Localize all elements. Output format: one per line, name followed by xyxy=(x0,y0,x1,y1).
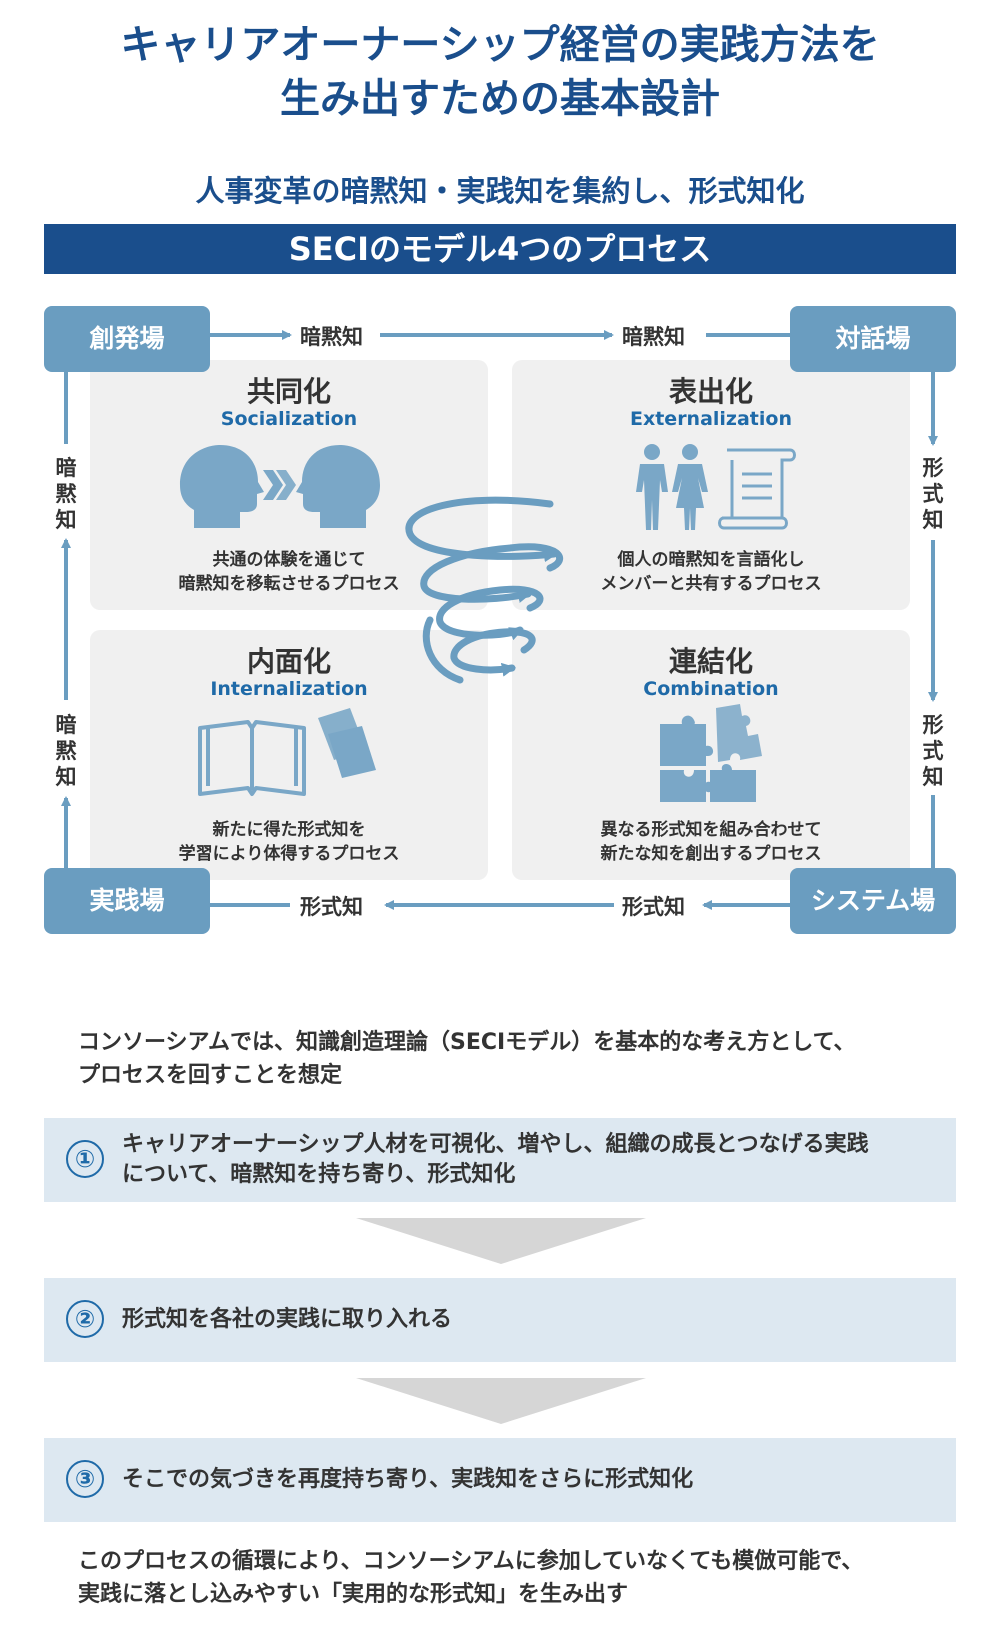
place-taiwa: 対話場 xyxy=(790,306,956,372)
flow-arrows xyxy=(61,330,938,910)
flow-label-right-bottom: 形式知 xyxy=(920,712,946,790)
place-jissen: 実践場 xyxy=(44,868,210,934)
subtitle: 人事変革の暗黙知・実践知を集約し、形式知化 xyxy=(195,174,805,208)
page-title: キャリアオーナーシップ経営の実践方法を 生み出すための基本設計 xyxy=(0,18,1000,126)
intro-text: コンソーシアムでは、知識創造理論（SECIモデル）を基本的な考え方として、 プロ… xyxy=(78,1026,958,1092)
step-1: ① キャリアオーナーシップ人材を可視化、増やし、組織の成長とつなげる実践 につい… xyxy=(44,1118,956,1202)
quadrant-desc-1: 共通の体験を通じて xyxy=(212,550,366,570)
quadrant-en: Socialization xyxy=(220,408,358,430)
place-system: システム場 xyxy=(790,868,956,934)
flow-label-bottom-1: 形式知 xyxy=(292,891,371,921)
book-icon xyxy=(198,708,376,796)
people-document-icon xyxy=(636,444,796,530)
step-text-1: キャリアオーナーシップ人材を可視化、増やし、組織の成長とつなげる実践 xyxy=(122,1132,869,1157)
flow-label-top-1: 暗黙知 xyxy=(292,321,371,351)
quadrant-desc-2: メンバーと共有するプロセス xyxy=(600,574,822,594)
quadrant-name: 内面化 xyxy=(246,645,331,678)
quadrant-name: 表出化 xyxy=(668,375,753,408)
quadrant-combination: 連結化 Combination 異なる形式知を組み合わせて 新たな知を創出するプ… xyxy=(512,630,910,880)
quadrant-desc-1: 異なる形式知を組み合わせて xyxy=(600,820,822,840)
seci-banner: SECIのモデル4つのプロセス xyxy=(44,224,956,274)
intro-line2: プロセスを回すことを想定 xyxy=(78,1063,343,1088)
title-line2: 生み出すための基本設計 xyxy=(280,76,720,122)
quadrant-desc-2: 学習により体得するプロセス xyxy=(178,844,400,864)
quadrant-desc-2: 暗黙知を移転させるプロセス xyxy=(178,574,400,594)
conclusion-line1: このプロセスの循環により、コンソーシアムに参加していなくても模倣可能で、 xyxy=(78,1549,864,1574)
quadrant-en: Externalization xyxy=(629,408,792,430)
title-line1: キャリアオーナーシップ経営の実践方法を xyxy=(120,22,880,68)
step-number: ③ xyxy=(66,1460,104,1498)
step-text-1: 形式知を各社の実践に取り入れる xyxy=(122,1307,453,1332)
step-text-2: について、暗黙知を持ち寄り、形式知化 xyxy=(122,1162,516,1187)
place-souhatsu: 創発場 xyxy=(44,306,210,372)
spiral-icon xyxy=(405,496,564,684)
flow-label-top-2: 暗黙知 xyxy=(614,321,693,351)
step-number: ① xyxy=(66,1140,104,1178)
quadrant-desc-2: 新たな知を創出するプロセス xyxy=(600,844,822,864)
down-arrow-icon xyxy=(356,1218,646,1264)
flow-label-right-top: 形式知 xyxy=(920,455,946,533)
conclusion-line2: 実践に落とし込みやすい「実用的な形式知」を生み出す xyxy=(78,1582,629,1607)
flow-label-left-top: 暗黙知 xyxy=(53,455,79,533)
intro-line1: コンソーシアムでは、知識創造理論（SECIモデル）を基本的な考え方として、 xyxy=(78,1030,856,1055)
quadrant-desc-1: 個人の暗黙知を言語化し xyxy=(617,550,805,570)
quadrant-name: 連結化 xyxy=(668,645,753,678)
heads-transfer-icon xyxy=(180,445,380,528)
puzzle-icon xyxy=(660,704,762,802)
quadrant-en: Combination xyxy=(643,678,779,700)
flow-label-bottom-2: 形式知 xyxy=(614,891,693,921)
quadrant-externalization: 表出化 Externalization 個人の暗黙知を言語化し メンバーと共有す… xyxy=(512,360,910,610)
step-text-1: そこでの気づきを再度持ち寄り、実践知をさらに形式知化 xyxy=(122,1467,694,1492)
conclusion-text: このプロセスの循環により、コンソーシアムに参加していなくても模倣可能で、 実践に… xyxy=(78,1545,958,1611)
quadrant-internalization: 内面化 Internalization 新たに得た形式知を 学習により体得するプ… xyxy=(90,630,488,880)
quadrant-name: 共同化 xyxy=(246,375,331,408)
quadrant-en: Internalization xyxy=(210,678,368,700)
flow-label-left-bottom: 暗黙知 xyxy=(53,712,79,790)
step-3: ③ そこでの気づきを再度持ち寄り、実践知をさらに形式知化 xyxy=(44,1438,956,1522)
step-2: ② 形式知を各社の実践に取り入れる xyxy=(44,1278,956,1362)
quadrant-desc-1: 新たに得た形式知を xyxy=(212,820,366,840)
step-number: ② xyxy=(66,1300,104,1338)
down-arrow-icon xyxy=(356,1378,646,1424)
quadrant-socialization: 共同化 Socialization 共通の体験を通じて 暗黙知を移転させるプロセ… xyxy=(90,360,488,610)
